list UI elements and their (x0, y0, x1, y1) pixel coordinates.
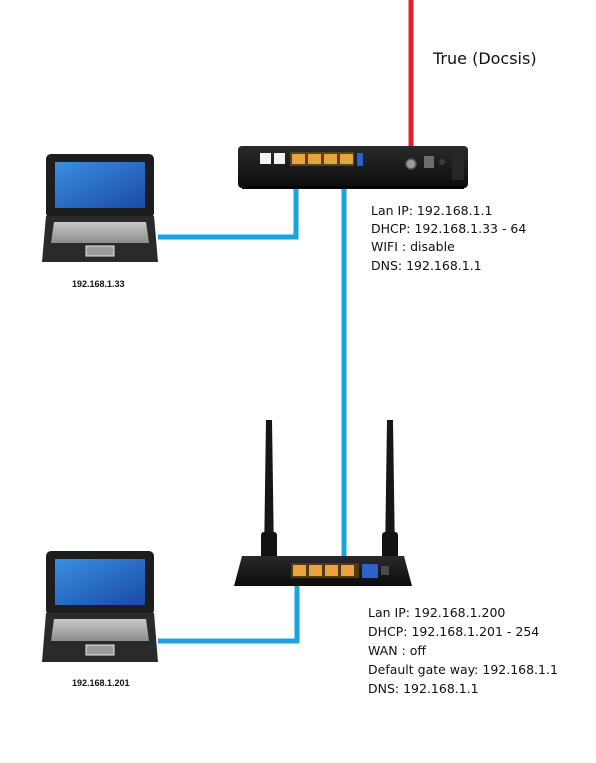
router (234, 420, 412, 586)
laptop-keyboard-deck (51, 619, 149, 641)
modem-info-line: DNS: 192.168.1.1 (371, 258, 482, 273)
lan-port (309, 565, 322, 576)
laptop-1-ip: 192.168.1.33 (72, 279, 125, 289)
lan-port (308, 154, 321, 164)
laptop-touchpad (85, 644, 115, 656)
modem (238, 146, 468, 189)
router-info-line: DHCP: 192.168.1.201 - 254 (368, 624, 539, 639)
router-info-line: DNS: 192.168.1.1 (368, 681, 479, 696)
lan-port (293, 565, 306, 576)
power-port-icon (424, 156, 434, 168)
button-icon (439, 159, 445, 165)
cables (158, 0, 414, 644)
vent-icon (452, 152, 464, 180)
laptop-2 (42, 551, 158, 662)
router-to-laptop2-cable (158, 571, 300, 644)
antenna-left-icon (264, 420, 274, 558)
laptop-1 (42, 154, 158, 262)
router-info-line: WAN : off (368, 643, 426, 658)
laptop-touchpad (85, 245, 115, 257)
lan-ports-frame (290, 152, 354, 166)
phone-port-icon (260, 153, 271, 164)
laptop-2-ip: 192.168.1.201 (72, 678, 130, 688)
laptop-screen (55, 162, 145, 208)
modem-to-laptop1-cable (158, 166, 299, 240)
router-info-line: Lan IP: 192.168.1.200 (368, 605, 505, 620)
coax-port-icon (405, 158, 417, 170)
modem-base (242, 186, 464, 189)
antenna-right-base (382, 532, 398, 558)
modem-info-line: Lan IP: 192.168.1.1 (371, 203, 492, 218)
phone-port-icon (274, 153, 285, 164)
antenna-right-icon (385, 420, 395, 558)
wan-port (362, 564, 378, 578)
laptop-keyboard-deck (51, 222, 149, 243)
modem-info: Lan IP: 192.168.1.1 DHCP: 192.168.1.33 -… (371, 203, 530, 273)
lan-port (325, 565, 338, 576)
lan-port (324, 154, 337, 164)
usb-port (357, 153, 363, 166)
router-info: Lan IP: 192.168.1.200 DHCP: 192.168.1.20… (368, 605, 562, 696)
laptop-screen (55, 559, 145, 605)
modem-info-line: WIFI : disable (371, 239, 455, 254)
isp-label: True (Docsis) (432, 49, 537, 68)
antenna-left-base (261, 532, 277, 558)
router-info-line: Default gate way: 192.168.1.1 (368, 662, 558, 677)
lan-port (292, 154, 305, 164)
lan-port (341, 565, 354, 576)
lan-port (340, 154, 353, 164)
modem-info-line: DHCP: 192.168.1.33 - 64 (371, 221, 526, 236)
router-button-icon (381, 566, 389, 575)
